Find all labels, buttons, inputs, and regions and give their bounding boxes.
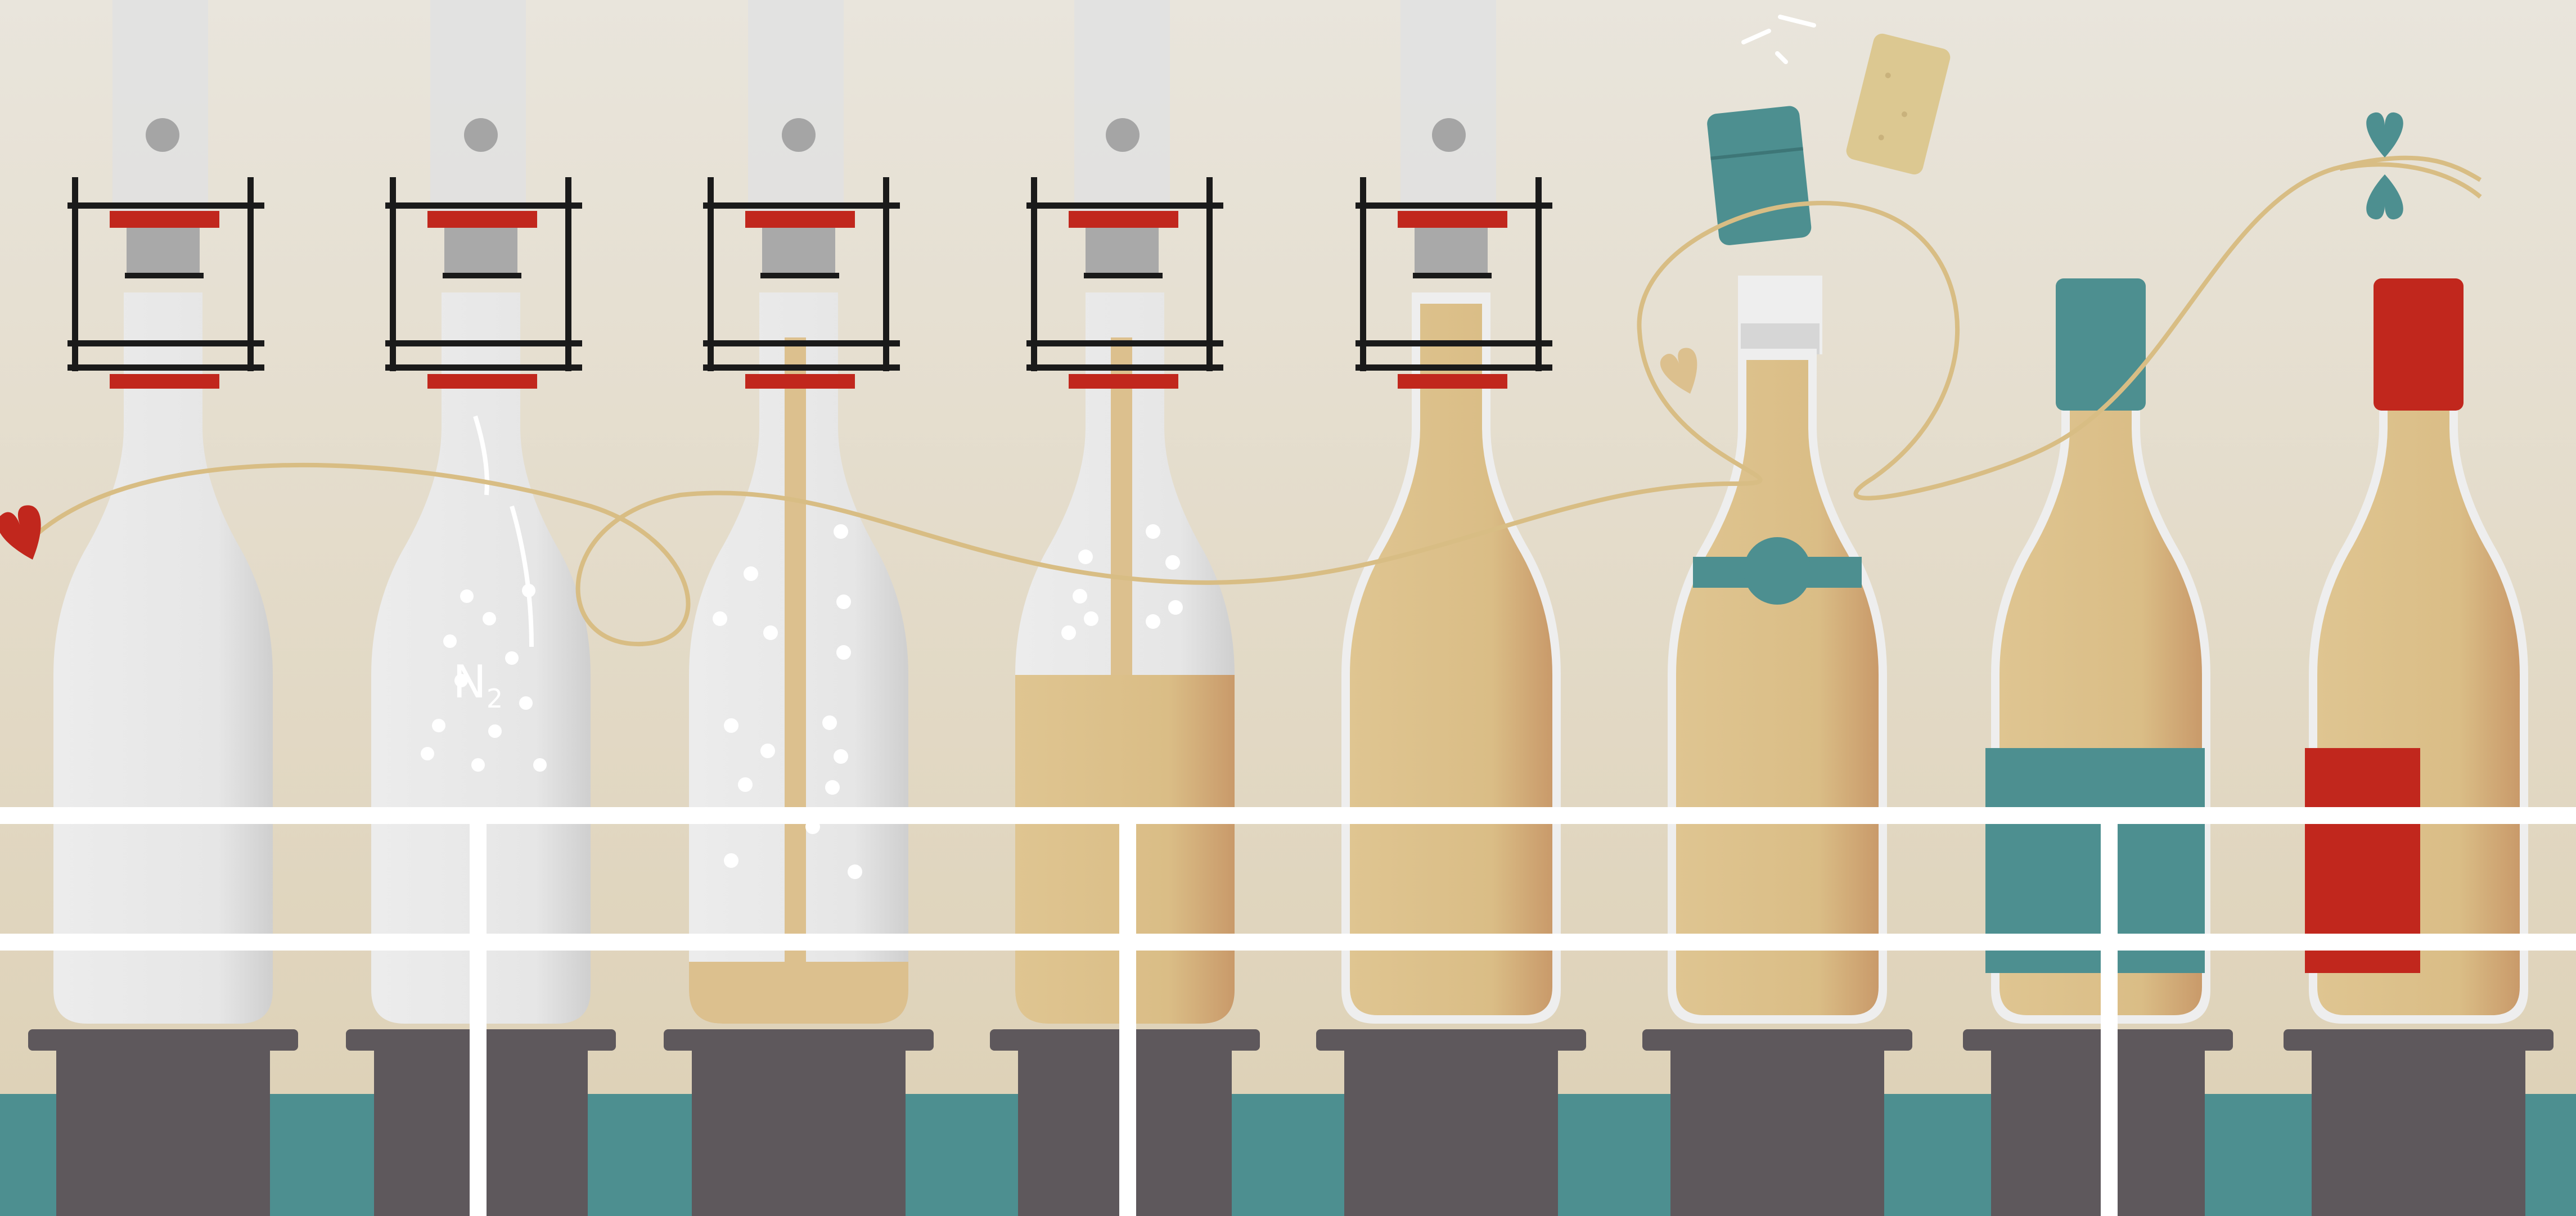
bottle-7-capsule [2056,278,2146,411]
pedestal-1 [28,1029,298,1216]
pedestal-5 [1316,1029,1586,1216]
pedestal-6 [1642,1029,1912,1216]
pedestal-8 [2284,1029,2554,1216]
pedestal-3 [664,1029,934,1216]
bottle-6-medallion [1744,537,1811,605]
fill-tube-3 [785,337,806,962]
bottle-3-wine [689,962,908,1024]
bottle-8-capsule [2374,278,2464,411]
pedestal-7 [1963,1029,2233,1216]
